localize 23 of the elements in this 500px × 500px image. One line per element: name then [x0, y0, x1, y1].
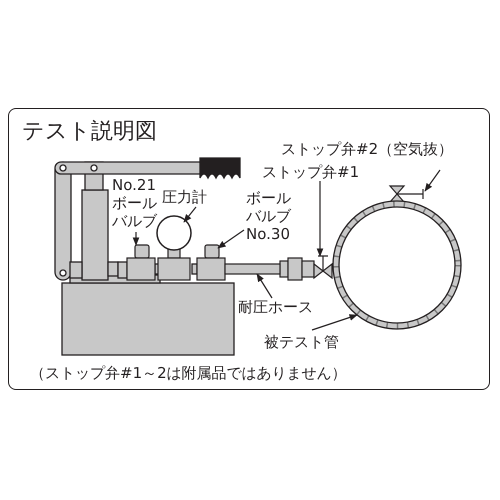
valve-drawing: [196, 244, 226, 281]
leader-line: [424, 170, 440, 192]
leader-line: [256, 273, 272, 298]
leader-line: [132, 232, 140, 246]
valve-drawing: [313, 255, 333, 280]
pressure-gauge-drawing: [156, 215, 192, 281]
leader-line: [183, 206, 196, 223]
footnote: （ストップ弁#1～2は附属品ではありません）: [30, 364, 347, 382]
valve-drawing: [126, 244, 156, 281]
part-label: ストップ弁#1: [262, 163, 360, 181]
leader-line: [217, 230, 244, 248]
leader-line: [316, 181, 324, 257]
leader-line: [312, 314, 358, 331]
pipe-ring-drawing: [332, 200, 462, 330]
hose-drawing: [224, 263, 281, 275]
part-label: ボールバルブ No.30: [246, 189, 296, 243]
part-label: No.21 ボールバルブ: [112, 176, 162, 230]
part-label: 被テスト管: [264, 333, 339, 351]
part-label: ストップ弁#2（空気抜）: [281, 140, 454, 158]
part-label: 耐圧ホース: [238, 298, 313, 316]
diagram-title: テスト説明図: [22, 118, 157, 146]
part-label: 圧力計: [162, 188, 207, 206]
valve-drawing: [388, 185, 424, 203]
